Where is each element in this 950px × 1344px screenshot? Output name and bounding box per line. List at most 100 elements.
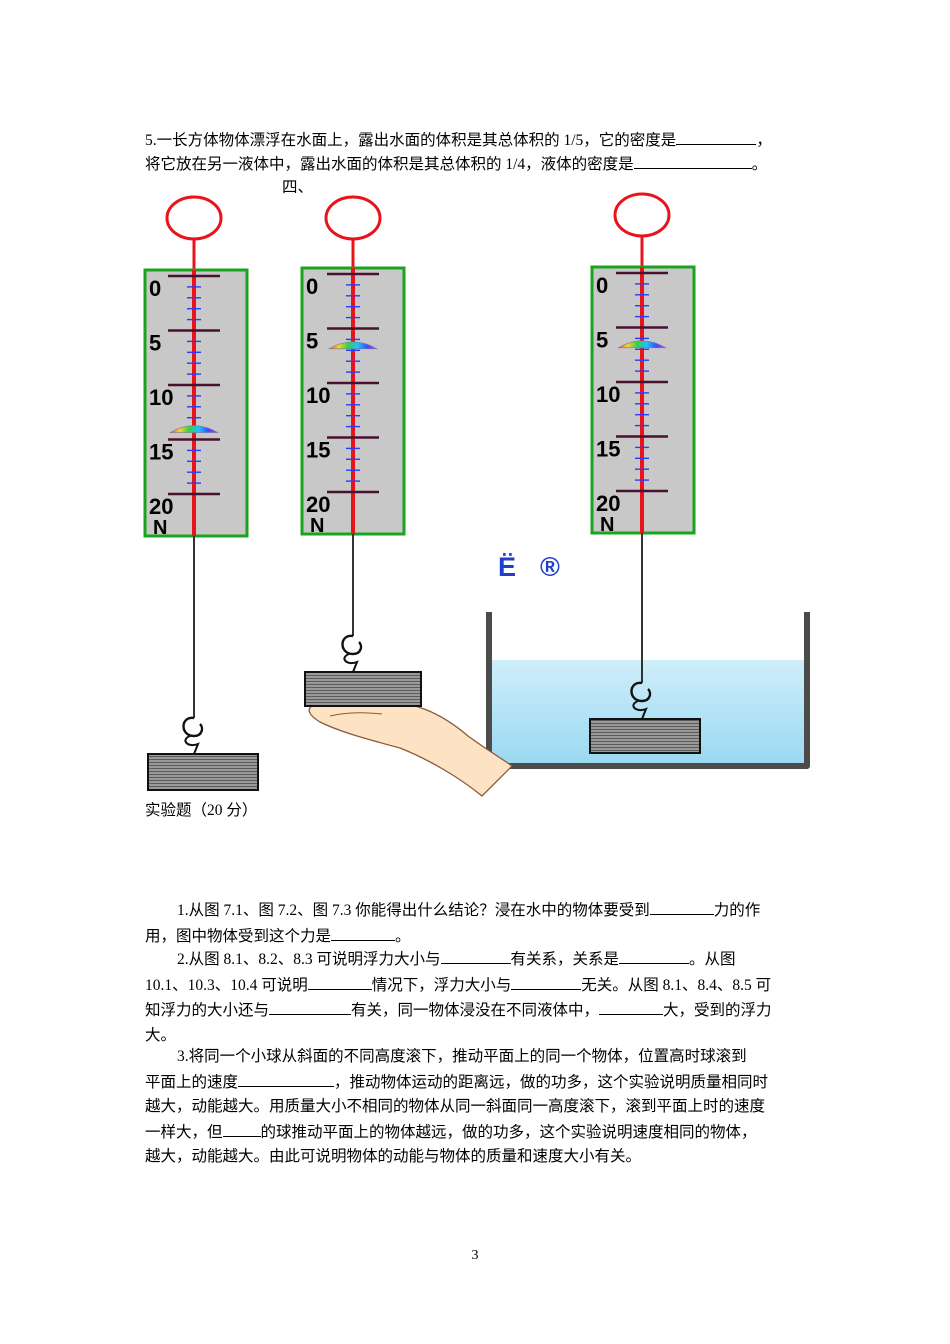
answer-blank[interactable]: [269, 998, 352, 1016]
scale-number: 5: [149, 331, 161, 356]
q3-line-5: 越大，动能越大。由此可说明物体的动能与物体的质量和速度大小有关。: [145, 1145, 810, 1170]
q3-line-1: 3.将同一个小球从斜面的不同高度滚下，推动平面上的同一个物体，位置高时球滚到: [145, 1045, 810, 1070]
q2-text-a: 2.从图 8.1、8.2、8.3 可说明浮力大小与: [177, 951, 441, 968]
q1-line-2: 用，图中物体受到这个力是 。: [145, 924, 810, 950]
unit-label: N: [310, 515, 324, 537]
scale-number: 0: [596, 273, 608, 298]
answer-blank[interactable]: [633, 152, 752, 169]
metal-block: [589, 718, 701, 754]
q2-line-1: 2.从图 8.1、8.2、8.3 可说明浮力大小与 有关系，关系是 。从图: [145, 947, 810, 973]
scale-number: 10: [149, 385, 173, 410]
q5-line-2: 将它放在另一液体中，露出水面的体积是其总体积的 1/4，液体的密度是 。: [145, 152, 767, 177]
finger-line: [329, 712, 383, 717]
scale-number: 0: [306, 274, 318, 299]
q3-text-g: 越大，动能越大。由此可说明物体的动能与物体的质量和速度大小有关。: [145, 1148, 642, 1166]
scale-number: 0: [149, 276, 161, 301]
q1-text-a: 1.从图 7.1、图 7.2、图 7.3 你能得出什么结论？浸在水中的物体要受到: [177, 902, 650, 919]
section-four-label: 四、: [282, 179, 314, 196]
scale-number: 15: [149, 440, 173, 465]
q2-text-d: 10.1、10.3、10.4 可说明: [145, 976, 308, 994]
section-title: 实验题（20 分）: [145, 802, 258, 819]
hook-loop: [632, 700, 648, 720]
hook-loop: [184, 735, 200, 755]
hand-illustration: [308, 702, 513, 797]
q3-paragraph: 3.将同一个小球从斜面的不同高度滚下，推动平面上的同一个物体，位置高时球滚到 平…: [145, 1045, 810, 1170]
scale-number: 15: [596, 437, 620, 462]
hand: [308, 702, 513, 797]
answer-blank[interactable]: [222, 1120, 261, 1137]
metal-block: [147, 753, 259, 791]
unit-label: N: [153, 517, 167, 539]
hook-loop: [343, 653, 359, 673]
scale-number: 20: [306, 492, 330, 517]
q3-text-e: 一样大，但: [145, 1123, 223, 1141]
answer-blank[interactable]: [238, 1070, 335, 1087]
spring-balance-2: 0 5 10 15 20N: [300, 195, 422, 707]
garbled-glyph-e: Ë: [498, 552, 517, 582]
answer-blank[interactable]: [440, 947, 511, 964]
q1-line-1: 1.从图 7.1、图 7.2、图 7.3 你能得出什么结论？浸在水中的物体要受到…: [145, 898, 810, 924]
q2-text-j: 大。: [145, 1026, 177, 1044]
garbled-glyph-registered: ®: [540, 552, 560, 582]
beaker-wall: [486, 612, 810, 769]
balance-ring: [613, 192, 671, 238]
q2-text-f: 无关。从图 8.1、8.4、8.5 可: [581, 976, 772, 994]
q1-text-b: 力的作: [713, 902, 761, 919]
scale-number: 10: [596, 382, 620, 407]
q2-text-b: 有关系，关系是: [510, 951, 620, 968]
q2-text-h: 有关，同一物体浸没在不同液体中，: [351, 1002, 600, 1020]
q2-line-4: 大。: [145, 1024, 810, 1049]
answer-blank[interactable]: [676, 128, 757, 145]
q5-text-1: 5.一长方体物体漂浮在水面上，露出水面的体积是其总体积的 1/5，它的密度是: [145, 132, 677, 149]
answer-blank[interactable]: [331, 924, 396, 941]
q3-line-2: 平面上的速度 ，推动物体运动的距离远，做的功多，这个实验说明质量相同时: [145, 1070, 810, 1096]
q2-line-3: 知浮力的大小还与 有关，同一物体浸没在不同液体中， 大，受到的浮力: [145, 998, 810, 1024]
hook: [630, 681, 652, 703]
answer-blank[interactable]: [307, 973, 372, 990]
q2-paragraph: 2.从图 8.1、8.2、8.3 可说明浮力大小与 有关系，关系是 。从图 10.1…: [145, 947, 810, 1048]
q3-text-f: 的球推动平面上的物体越远，做的功多，这个实验说明速度相同的物体，: [260, 1123, 757, 1141]
scale-number: 20: [149, 494, 173, 519]
hook: [182, 716, 204, 738]
answer-blank[interactable]: [599, 998, 664, 1016]
q1-text-d: 。: [395, 927, 411, 945]
q3-line-3: 越大，动能越大。用质量大小不相同的物体从同一斜面同一高度滚下，滚到平面上时的速度: [145, 1095, 810, 1120]
scale-number: 15: [306, 438, 330, 463]
spring-balance-3: 0 5 10 15 20N: [589, 192, 701, 754]
water-container: [486, 612, 810, 769]
hook: [341, 634, 363, 656]
q2-text-e: 情况下，浮力大小与: [371, 976, 512, 994]
balance-ring: [324, 195, 382, 241]
answer-blank[interactable]: [511, 973, 582, 990]
scale-number: 10: [306, 383, 330, 408]
q2-line-2: 10.1、10.3、10.4 可说明 情况下，浮力大小与 无关。从图 8.1、8.4…: [145, 973, 810, 999]
q5-line-1: 5.一长方体物体漂浮在水面上，露出水面的体积是其总体积的 1/5，它的密度是 ，: [145, 128, 772, 153]
pointer-marker: [616, 340, 668, 349]
balance-ring: [165, 195, 223, 241]
q2-text-c: 。从图: [689, 951, 736, 968]
q5-punct-2: 。: [751, 156, 768, 173]
q3-text-c: ，推动物体运动的距离远，做的功多，这个实验说明质量相同时: [334, 1073, 769, 1091]
q2-text-g: 知浮力的大小还与: [145, 1002, 270, 1020]
q1-text-c: 用，图中物体受到这个力是: [145, 927, 332, 945]
q5-punct-1: ，: [756, 132, 772, 149]
scale-number: 5: [306, 329, 318, 354]
q2-text-i: 大，受到的浮力: [663, 1002, 772, 1020]
q3-line-4: 一样大，但 的球推动平面上的物体越远，做的功多，这个实验说明速度相同的物体，: [145, 1120, 810, 1146]
q3-text-b: 平面上的速度: [145, 1073, 239, 1091]
q3-text-a: 3.将同一个小球从斜面的不同高度滚下，推动平面上的同一个物体，位置高时球滚到: [177, 1048, 747, 1065]
scale-number: 5: [596, 328, 608, 353]
page-number: 3: [471, 1248, 479, 1263]
unit-label: N: [600, 514, 614, 536]
spring-balance-1: 0 5 10 15 20N: [143, 195, 259, 791]
pointer-marker: [168, 425, 220, 433]
scale-number: 20: [596, 491, 620, 516]
q3-text-d: 越大，动能越大。用质量大小不相同的物体从同一斜面同一高度滚下，滚到平面上时的速度: [145, 1098, 766, 1116]
answer-blank[interactable]: [619, 947, 690, 964]
q1-paragraph: 1.从图 7.1、图 7.2、图 7.3 你能得出什么结论？浸在水中的物体要受到…: [145, 898, 810, 949]
metal-block: [304, 671, 422, 707]
answer-blank[interactable]: [649, 898, 714, 915]
pointer-marker: [327, 341, 379, 350]
q5-text-2: 将它放在另一液体中，露出水面的体积是其总体积的 1/4，液体的密度是: [145, 156, 634, 173]
